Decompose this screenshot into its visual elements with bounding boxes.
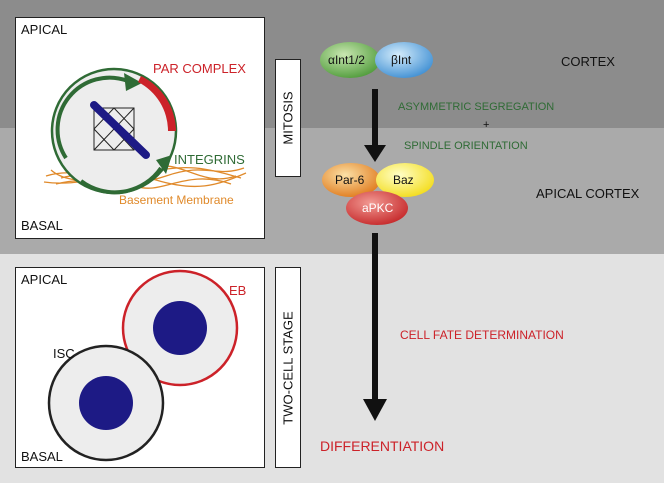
mitosis-cell-diagram: [43, 67, 247, 195]
two-cell-diagram: [47, 269, 239, 462]
isc-label: ISC: [53, 346, 75, 361]
baz-label: Baz: [393, 173, 414, 187]
apical-label-2: APICAL: [21, 272, 68, 287]
alpha-integrin-label: αInt1/2: [328, 53, 365, 67]
basal-label-2: BASAL: [21, 449, 63, 464]
alpha-integrin-oval: [320, 42, 380, 78]
plus-label: +: [483, 119, 490, 131]
basement-membrane-label: Basement Membrane: [119, 193, 234, 207]
integrin-arc-left: [55, 75, 129, 160]
mitosis-panel: APICAL BASAL PAR COMPLEX INTEGRINS Basem…: [15, 17, 265, 239]
arrow-1-head: [364, 145, 386, 162]
apkc-oval: [346, 191, 408, 225]
mitosis-label-box: MITOSIS: [275, 59, 301, 177]
cortex-label: CORTEX: [561, 54, 615, 69]
apkc-label: aPKC: [362, 201, 394, 215]
isc-nucleus: [79, 376, 133, 430]
par-complex-crescent: [138, 76, 176, 131]
integrin-arc-bottom: [79, 166, 163, 195]
integrin-arrowhead-left: [124, 73, 142, 91]
apical-cortex-label: APICAL CORTEX: [536, 186, 640, 201]
arrow-2-head: [363, 399, 387, 421]
par6-oval: [322, 163, 380, 197]
par6-label: Par-6: [335, 173, 365, 187]
eb-nucleus: [153, 301, 207, 355]
basal-label-1: BASAL: [21, 218, 63, 233]
baz-oval: [376, 163, 434, 197]
asymmetric-segregation-label: ASYMMETRIC SEGREGATION: [398, 101, 555, 113]
two-cell-panel: APICAL BASAL EB ISC: [15, 267, 265, 468]
beta-integrin-label: βInt: [391, 53, 412, 67]
spindle-orientation-label: SPINDLE ORIENTATION: [404, 140, 528, 152]
mitotic-spindle: [90, 101, 150, 159]
differentiation-label: DIFFERENTIATION: [320, 438, 445, 454]
integrins-label: INTEGRINS: [174, 152, 245, 167]
two-cell-stage-label-box: TWO-CELL STAGE: [275, 267, 301, 468]
par-complex-label: PAR COMPLEX: [153, 61, 246, 76]
beta-integrin-oval: [375, 42, 433, 78]
integrin-arrowhead-bottom: [156, 155, 172, 174]
eb-label: EB: [229, 283, 247, 298]
cell-fate-label: CELL FATE DETERMINATION: [400, 328, 564, 342]
apical-label-1: APICAL: [21, 22, 68, 37]
